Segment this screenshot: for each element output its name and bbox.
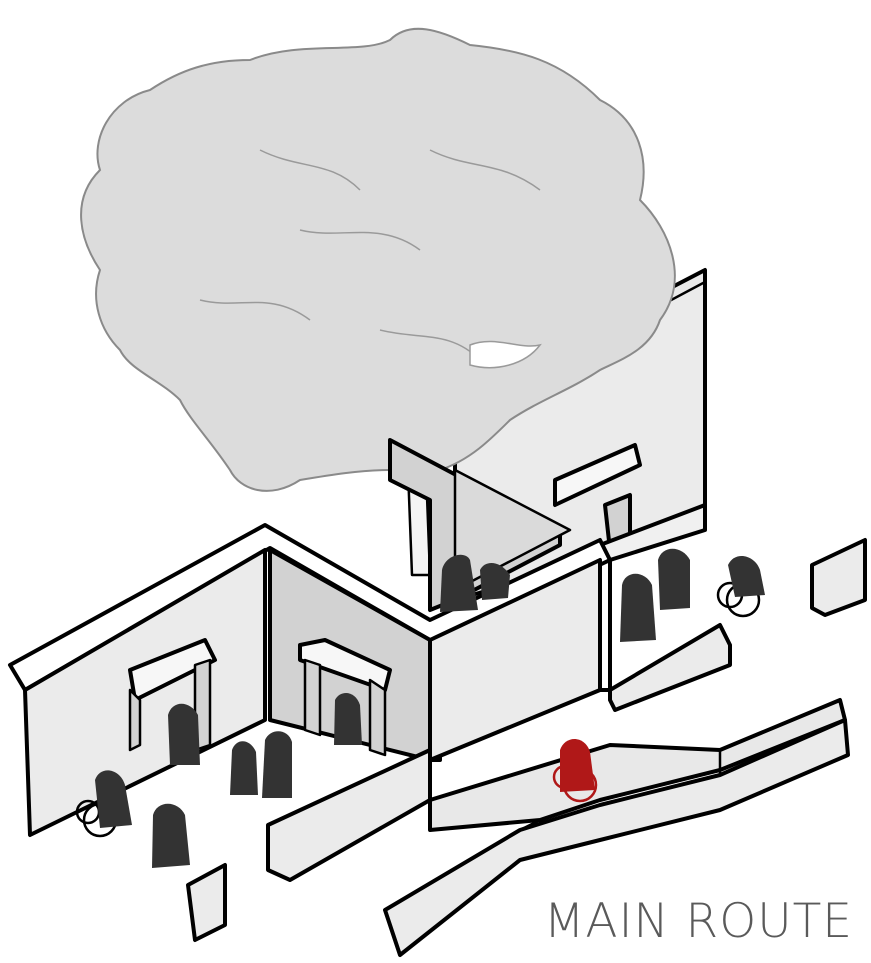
person-figure [168, 704, 200, 765]
caption-label: MAIN ROUTE [544, 894, 853, 949]
wheelchair-user [718, 556, 765, 616]
person-figure [658, 549, 690, 610]
person-figure [230, 741, 258, 795]
person-figure [620, 574, 656, 642]
person-figure [334, 693, 362, 745]
person-figure [262, 731, 292, 798]
